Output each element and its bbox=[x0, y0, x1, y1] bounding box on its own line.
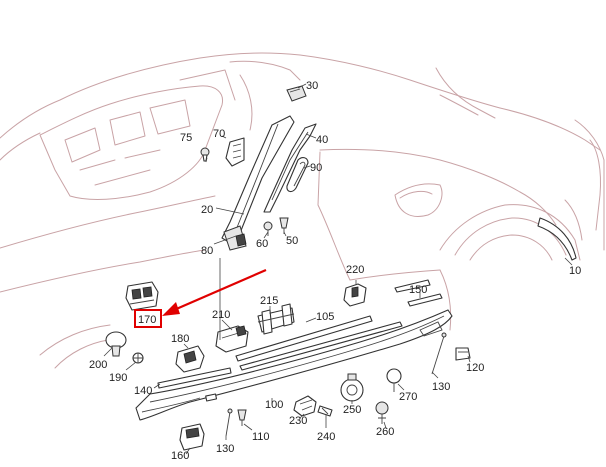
callout-215: 215 bbox=[260, 295, 278, 307]
highlight-170 bbox=[134, 268, 267, 328]
callout-75: 75 bbox=[180, 132, 192, 144]
highlight-arrowhead bbox=[162, 302, 180, 316]
callout-120: 120 bbox=[466, 362, 484, 374]
callout-260: 260 bbox=[376, 426, 394, 438]
part-180 bbox=[175, 345, 205, 373]
callout-130b: 130 bbox=[432, 381, 450, 393]
callout-110: 110 bbox=[252, 431, 270, 443]
seal-strip-40 bbox=[263, 123, 317, 213]
callout-50: 50 bbox=[286, 235, 298, 247]
part-190 bbox=[132, 352, 144, 364]
part-200 bbox=[105, 331, 127, 357]
callout-220: 220 bbox=[346, 264, 364, 276]
callout-90: 90 bbox=[310, 162, 322, 174]
callout-30: 30 bbox=[306, 80, 318, 92]
callout-70: 70 bbox=[213, 128, 225, 140]
part-220 bbox=[343, 283, 367, 307]
cover-30 bbox=[286, 85, 307, 102]
pin-130-right bbox=[431, 332, 447, 375]
part-230 bbox=[293, 395, 317, 417]
pin-130-left bbox=[225, 408, 233, 437]
rocker-panel bbox=[135, 309, 453, 421]
callout-190: 190 bbox=[109, 372, 127, 384]
callout-105: 105 bbox=[316, 311, 334, 323]
callout-240: 240 bbox=[317, 431, 335, 443]
callout-40: 40 bbox=[316, 134, 328, 146]
part-10 bbox=[537, 217, 577, 261]
highlight-arrow bbox=[173, 268, 267, 312]
callout-210: 210 bbox=[212, 309, 230, 321]
part-270 bbox=[386, 368, 402, 392]
callout-140: 140 bbox=[134, 385, 152, 397]
part-250 bbox=[340, 373, 364, 402]
callout-250: 250 bbox=[343, 404, 361, 416]
callout-80: 80 bbox=[201, 245, 213, 257]
clip-75 bbox=[200, 147, 210, 162]
part-240 bbox=[317, 405, 333, 417]
callout-100: 100 bbox=[265, 399, 283, 411]
clip-50 bbox=[279, 217, 289, 234]
leader-lines bbox=[103, 83, 573, 455]
clip-60 bbox=[263, 221, 273, 236]
callout-10: 10 bbox=[569, 265, 581, 277]
callout-200: 200 bbox=[89, 359, 107, 371]
bracket-70 bbox=[225, 137, 245, 167]
callout-180: 180 bbox=[171, 333, 189, 345]
callout-60: 60 bbox=[256, 238, 268, 250]
callout-20: 20 bbox=[201, 204, 213, 216]
callout-130a: 130 bbox=[216, 443, 234, 455]
callout-270: 270 bbox=[399, 391, 417, 403]
car-body-outline bbox=[0, 52, 605, 369]
callout-170: 170 bbox=[138, 314, 156, 326]
a-pillar-trim bbox=[221, 115, 295, 251]
callout-160: 160 bbox=[171, 450, 189, 462]
seal-90 bbox=[286, 157, 309, 193]
callout-150: 150 bbox=[409, 284, 427, 296]
part-210 bbox=[215, 325, 249, 353]
part-215 bbox=[257, 303, 295, 335]
part-260 bbox=[375, 401, 389, 424]
highlight-box bbox=[134, 309, 162, 328]
bracket-170 bbox=[125, 281, 159, 311]
part-120 bbox=[455, 347, 471, 361]
callout-230: 230 bbox=[289, 415, 307, 427]
part-110 bbox=[237, 409, 247, 426]
part-160 bbox=[179, 423, 205, 451]
trim-strips bbox=[157, 279, 443, 389]
callout-labels: 10 20 30 40 50 60 70 75 80 90 100 105 11… bbox=[89, 80, 581, 462]
